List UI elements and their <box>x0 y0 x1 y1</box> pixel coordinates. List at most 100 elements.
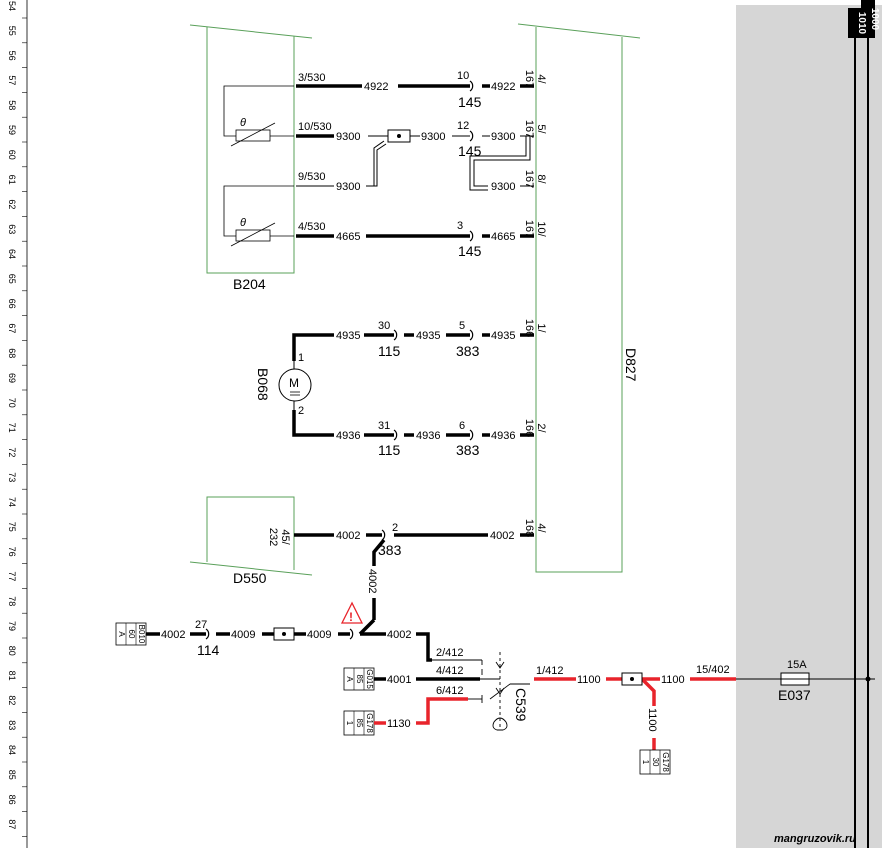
bus-label-1010: 1010 <box>856 12 867 35</box>
watermark: mangruzovik.ru <box>774 833 856 845</box>
row-number: 82 <box>7 695 17 705</box>
wire-label-9300c: 9300 <box>491 131 515 143</box>
pin-d827-8-167: 8/167 <box>523 170 547 188</box>
wire-label-1100b: 1100 <box>661 674 685 686</box>
hazard-warning-icon <box>340 601 364 624</box>
row-number: 77 <box>7 571 17 581</box>
row-number: 57 <box>7 75 17 85</box>
connector-label-2: 2 <box>392 522 398 534</box>
splice-4009-dot <box>282 632 286 636</box>
pin-c539-6: 6/412 <box>436 685 464 697</box>
pin-d827-4-167: 4/167 <box>523 70 547 88</box>
bus-label-1000: 1000 <box>869 8 880 31</box>
row-number: 60 <box>7 150 17 160</box>
wire-label-4002c: 4002 <box>161 629 185 641</box>
fuse-label-e037: E037 <box>778 687 811 703</box>
wire-label-9300e: 9300 <box>491 181 515 193</box>
row-number: 78 <box>7 596 17 606</box>
connector-label-6: 6 <box>459 420 465 432</box>
wire-label-4936a: 4936 <box>336 430 360 442</box>
wire-label-4002a: 4002 <box>336 530 360 542</box>
pin-c539-1: 1/412 <box>536 665 564 677</box>
fuse-rating: 15A <box>787 659 807 671</box>
wire-label-4936b: 4936 <box>416 430 440 442</box>
row-number: 61 <box>7 175 17 185</box>
wire-label-4922a: 4922 <box>364 81 388 93</box>
thermistor-upper <box>223 85 294 147</box>
row-number: 54 <box>7 1 17 11</box>
wire-label-4002b: 4002 <box>490 530 514 542</box>
pin-d827-1-166: 1/166 <box>523 319 547 337</box>
theta-upper: θ <box>240 117 246 129</box>
wire-label-4002v: 4002 <box>366 569 378 593</box>
row-number: 74 <box>7 497 17 507</box>
row-number: 72 <box>7 447 17 457</box>
pin-d827-5-167: 5/167 <box>523 120 547 138</box>
switch-label-c539: C539 <box>513 688 529 722</box>
row-number: 55 <box>7 26 17 36</box>
svg-text:G178: G178 <box>661 752 670 772</box>
wire-label-4935c: 4935 <box>491 330 515 342</box>
connector-label-12: 12 <box>457 120 469 132</box>
wire-label-4935b: 4935 <box>416 330 440 342</box>
row-number: 67 <box>7 323 17 333</box>
thermistor-lower <box>223 185 294 247</box>
module-b204 <box>189 24 313 274</box>
row-number: 76 <box>7 547 17 557</box>
row-number: 65 <box>7 274 17 284</box>
connector-6 <box>469 429 474 441</box>
ground-tag-b010: B010 60 A <box>115 622 147 646</box>
wire-1100 <box>534 677 736 750</box>
pin-b204-4: 4/530 <box>298 221 326 233</box>
connector-label-30: 30 <box>378 320 390 332</box>
motor-label-b068: B068 <box>255 368 271 401</box>
svg-text:85: 85 <box>355 675 364 684</box>
bus-label-1010-bg <box>848 8 862 38</box>
row-number: 83 <box>7 720 17 730</box>
row-number: 79 <box>7 621 17 631</box>
motor-pin-2: 2 <box>298 405 304 417</box>
motor-b068 <box>278 333 332 437</box>
svg-text:A: A <box>117 631 126 637</box>
module-b204-label: B204 <box>233 276 266 292</box>
module-d550-label: D550 <box>233 570 267 586</box>
connector-31 <box>393 429 398 441</box>
row-number: 81 <box>7 671 17 681</box>
connector-27 <box>205 628 210 640</box>
d827-pins: 4/167 5/167 8/167 10/167 1/166 2/166 4/1… <box>523 70 547 537</box>
row-number: 80 <box>7 646 17 656</box>
bus-junction-dot <box>865 676 871 682</box>
pin-b204-3: 3/530 <box>298 72 326 84</box>
row-number: 69 <box>7 373 17 383</box>
row-number: 70 <box>7 398 17 408</box>
pin-d827-2-166: 2/166 <box>523 419 547 437</box>
wire-9300 <box>296 134 534 191</box>
svg-text:1: 1 <box>641 760 650 765</box>
bus-label-1000-bg <box>861 0 875 38</box>
wire-label-4001: 4001 <box>387 674 411 686</box>
connector-10 <box>469 80 474 92</box>
wire-label-4002d: 4002 <box>387 629 411 641</box>
row-number: 84 <box>7 745 17 755</box>
connector-label-383b: 383 <box>456 442 480 458</box>
pin-c539-2: 2/412 <box>436 647 464 659</box>
connector-5 <box>469 329 474 341</box>
connector-junction-4009 <box>349 628 354 640</box>
splice-1100-dot <box>630 677 634 681</box>
pin-fuse-15: 15/402 <box>696 664 730 676</box>
module-d827-label: D827 <box>623 348 639 382</box>
wire-label-4936c: 4936 <box>491 430 515 442</box>
connector-30 <box>393 329 398 341</box>
connector-label-31: 31 <box>378 420 390 432</box>
row-number: 75 <box>7 522 17 532</box>
connector-label-145c: 145 <box>458 243 482 259</box>
pin-d550-45: 45/232 <box>267 528 291 546</box>
wire-label-9300b: 9300 <box>421 131 445 143</box>
svg-text:85: 85 <box>355 719 364 728</box>
svg-text:G015: G015 <box>365 669 374 689</box>
motor-symbol: M <box>289 376 299 390</box>
ground-tag-g178-b: G178 30 1 <box>639 749 671 775</box>
svg-text:30: 30 <box>651 758 660 767</box>
switch-c539 <box>432 652 530 731</box>
